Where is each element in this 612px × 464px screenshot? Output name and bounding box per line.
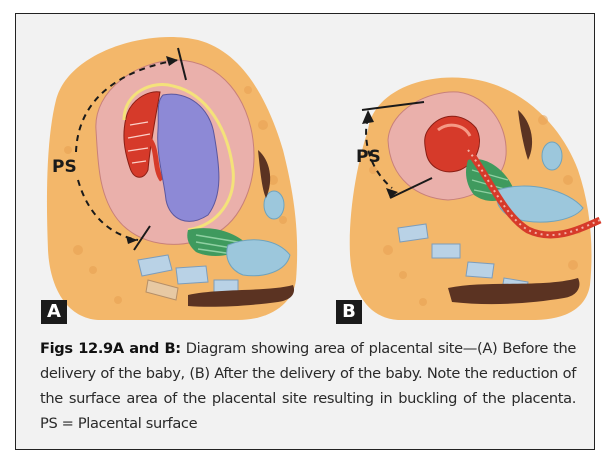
bladder — [542, 142, 562, 170]
figure-frame: PS — [15, 13, 595, 450]
caption-title: Figs 12.9A and B: — [40, 340, 181, 357]
panel-a-letter: A — [41, 300, 67, 324]
ps-label-a: PS — [52, 157, 77, 177]
sagittal-section-before-delivery: PS — [38, 30, 318, 324]
panel-a-illustration: PS — [38, 30, 318, 324]
figure-caption: Figs 12.9A and B: Diagram showing area o… — [40, 336, 576, 436]
ps-label-b: PS — [356, 147, 381, 167]
sagittal-section-after-delivery: PS — [328, 30, 608, 324]
panel-b-illustration: PS — [328, 30, 608, 324]
panel-b-letter: B — [336, 300, 362, 324]
